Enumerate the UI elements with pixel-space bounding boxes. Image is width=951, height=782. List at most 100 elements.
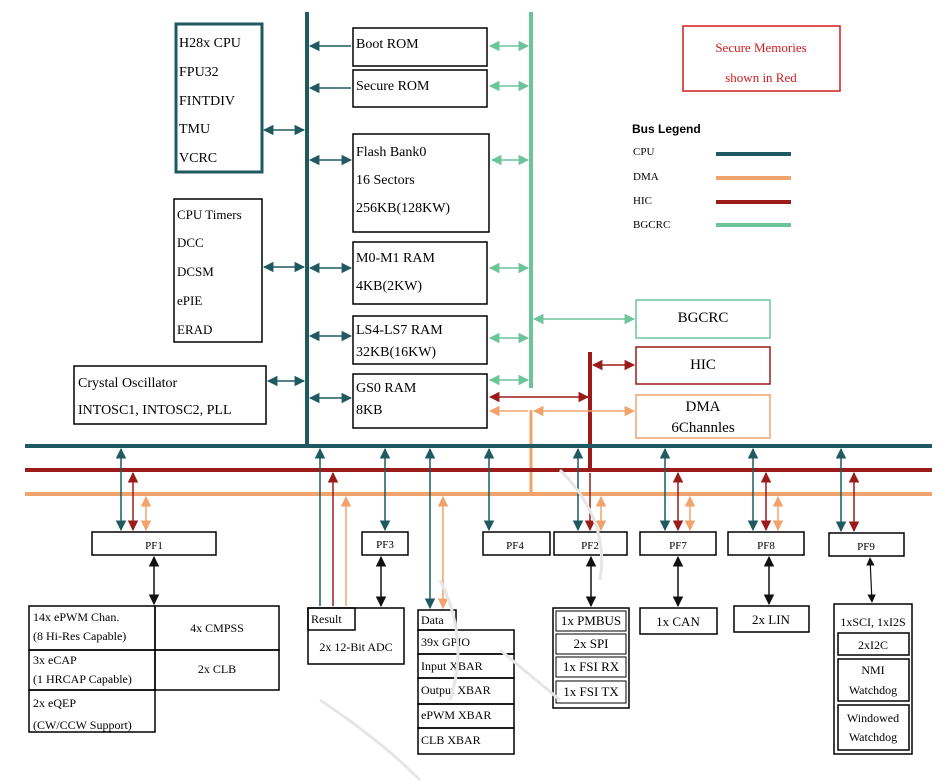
cmpss-label: 4x CMPSS <box>190 621 244 635</box>
bgcrc-master-block: BGCRC <box>635 299 771 339</box>
gpio-item: ePWM XBAR <box>421 708 491 722</box>
pf7-label: PF7 <box>669 540 687 552</box>
gpio-item: CLB XBAR <box>421 733 481 747</box>
flash-line: Flash Bank0 <box>356 145 426 160</box>
pf4-label: PF4 <box>506 540 524 552</box>
cpu-memory-links <box>308 40 353 404</box>
windowed-line: Watchdog <box>849 730 897 744</box>
clb-label: 2x CLB <box>198 662 236 676</box>
epwm-line: 14x ePWM Chan. <box>33 610 119 624</box>
gpio-item: Input XBAR <box>421 659 483 673</box>
dma-label: 6Channles <box>671 420 734 436</box>
pf9-bridge: PF9 <box>828 532 905 557</box>
pf9-bus-links <box>835 447 860 533</box>
adc-label: 2x 12-Bit ADC <box>319 640 392 654</box>
pf3-bridge: PF3 <box>361 531 409 556</box>
cpu-block: H28x CPU FPU32 FINTDIV TMU VCRC <box>174 22 264 174</box>
pf8-bus-links <box>747 447 784 532</box>
cpu-line: VCRC <box>179 151 217 166</box>
m0m1-ram-block: M0-M1 RAM 4KB(2KW) <box>352 241 488 305</box>
pf2-bridge: PF2 <box>553 531 628 556</box>
pf4-bridge: PF4 <box>482 531 551 556</box>
epwm-line: (8 Hi-Res Capable) <box>33 629 126 643</box>
adc-bus-links <box>314 447 352 606</box>
dma-label: DMA <box>685 399 720 415</box>
timer-line: DCC <box>177 235 204 250</box>
m0m1-line: 4KB(2KW) <box>356 279 422 294</box>
m0m1-line: M0-M1 RAM <box>356 251 436 266</box>
horizontal-buses <box>25 444 932 496</box>
bus-legend: Bus Legend CPU DMA HIC BGCRC <box>632 122 791 231</box>
legend-label: CPU <box>633 146 654 158</box>
gpio-data-label: Data <box>421 613 444 627</box>
boot-rom-label: Boot ROM <box>356 37 419 52</box>
pf9-peripheral-link <box>866 557 876 603</box>
boot-rom-block: Boot ROM <box>352 27 488 67</box>
timer-line: ePIE <box>177 293 202 308</box>
gs0-line: 8KB <box>356 403 382 418</box>
timer-line: CPU Timers <box>177 207 242 222</box>
ls-ram-block: LS4-LS7 RAM 32KB(16KW) <box>352 315 488 365</box>
pf2-label: PF2 <box>581 540 599 552</box>
timer-line: DCSM <box>177 264 214 279</box>
flash-line: 16 Sectors <box>356 173 415 188</box>
ls-line: LS4-LS7 RAM <box>356 323 443 338</box>
nmi-line: NMI <box>861 663 884 677</box>
flash-line: 256KB(128KW) <box>356 201 450 216</box>
pf2-peripherals: 1x PMBUS 2x SPI 1x FSI RX 1x FSI TX <box>552 607 630 709</box>
can-label: 1x CAN <box>656 614 700 629</box>
timers-block: CPU Timers DCC DCSM ePIE ERAD <box>173 198 263 343</box>
can-block: 1x CAN <box>639 607 718 635</box>
pf9-label: PF9 <box>857 541 875 553</box>
hic-master-block: HIC <box>635 346 771 385</box>
secure-rom-label: Secure ROM <box>356 79 430 94</box>
adc-result-label: Result <box>311 612 342 626</box>
hic-label: HIC <box>690 357 716 373</box>
pf1-peripherals: 14x ePWM Chan. (8 Hi-Res Capable) 3x eCA… <box>28 605 280 733</box>
lin-block: 2x LIN <box>733 605 810 633</box>
gpio-xbar-block: Data 39x GPIO Input XBAR Output XBAR ePW… <box>417 609 515 755</box>
cpu-line: FPU32 <box>179 65 219 80</box>
eqep-line: 2x eQEP <box>33 696 76 710</box>
pf1-label: PF1 <box>145 540 163 552</box>
bgcrc-label: BGCRC <box>678 310 729 326</box>
watermark <box>319 468 604 782</box>
gs0-line: GS0 RAM <box>356 381 417 396</box>
pf9-peripherals: 1xSCI, 1xI2S 2xI2C NMI Watchdog Windowed… <box>833 603 913 755</box>
nmi-line: Watchdog <box>849 683 897 697</box>
pf1-bus-links <box>115 447 152 532</box>
oscillator-block: Crystal Oscillator INTOSC1, INTOSC2, PLL <box>73 365 267 425</box>
oscillator-line: Crystal Oscillator <box>78 376 177 391</box>
pf8-bridge: PF8 <box>727 531 805 556</box>
ecap-line: 3x eCAP <box>33 653 77 667</box>
i2c-label: 2xI2C <box>858 638 888 652</box>
gs0-ram-block: GS0 RAM 8KB <box>352 373 488 429</box>
windowed-line: Windowed <box>847 711 899 725</box>
sci-i2s-label: 1xSCI, 1xI2S <box>840 615 905 629</box>
lin-label: 2x LIN <box>752 612 791 627</box>
legend-title: Bus Legend <box>632 122 701 136</box>
gpio-item: 39x GPIO <box>421 635 470 649</box>
secure-rom-block: Secure ROM <box>352 69 488 108</box>
cpu-line: FINTDIV <box>179 94 235 109</box>
ecap-line: (1 HRCAP Capable) <box>33 672 132 686</box>
gpio-item: Output XBAR <box>421 683 491 697</box>
legend-label: HIC <box>633 195 652 207</box>
pf2-item: 1x FSI TX <box>563 684 619 699</box>
secure-note-line: shown in Red <box>725 70 797 85</box>
ls-line: 32KB(16KW) <box>356 345 436 360</box>
secure-note-line: Secure Memories <box>715 40 806 55</box>
secure-note: Secure Memories shown in Red <box>682 25 841 92</box>
flash-block: Flash Bank0 16 Sectors 256KB(128KW) <box>352 133 490 233</box>
pf2-item: 2x SPI <box>573 636 608 651</box>
bgcrc-memory-links <box>488 40 530 386</box>
pf7-bridge: PF7 <box>639 531 717 556</box>
pf2-item: 1x FSI RX <box>563 659 620 674</box>
pf7-bus-links <box>659 447 696 532</box>
pf8-label: PF8 <box>757 540 775 552</box>
dma-master-block: DMA 6Channles <box>635 394 771 439</box>
adc-block: Result 2x 12-Bit ADC <box>307 607 405 665</box>
legend-label: DMA <box>633 171 659 183</box>
